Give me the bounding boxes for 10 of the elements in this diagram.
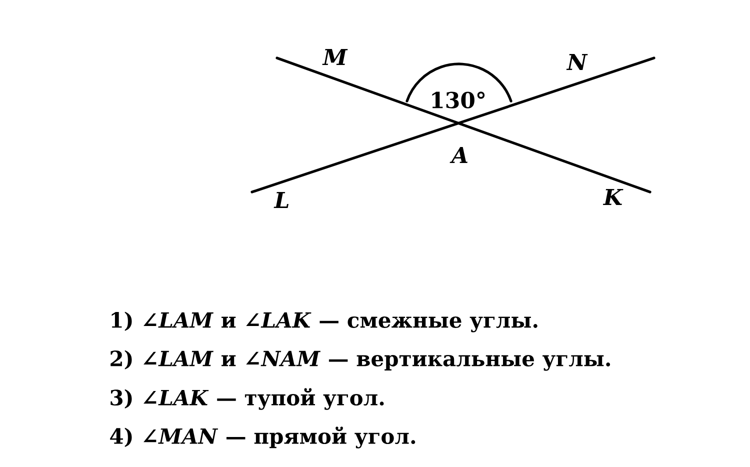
statement: 4) ∠MAN — прямой угол. [110,426,416,448]
angle-label: 130° [432,92,485,108]
point-label: L [274,192,288,208]
statement: 1) ∠LAM и ∠LAK — смежные углы. [112,312,538,332]
point-label: A [450,146,468,164]
point-label: M [322,48,348,66]
statement: 3) ∠LAK — тупой угол. [110,388,384,410]
point-label: K [602,188,624,206]
statement: 2) ∠LAM и ∠NAM — вертикальные углы. [110,350,610,371]
point-label: N [566,54,588,70]
